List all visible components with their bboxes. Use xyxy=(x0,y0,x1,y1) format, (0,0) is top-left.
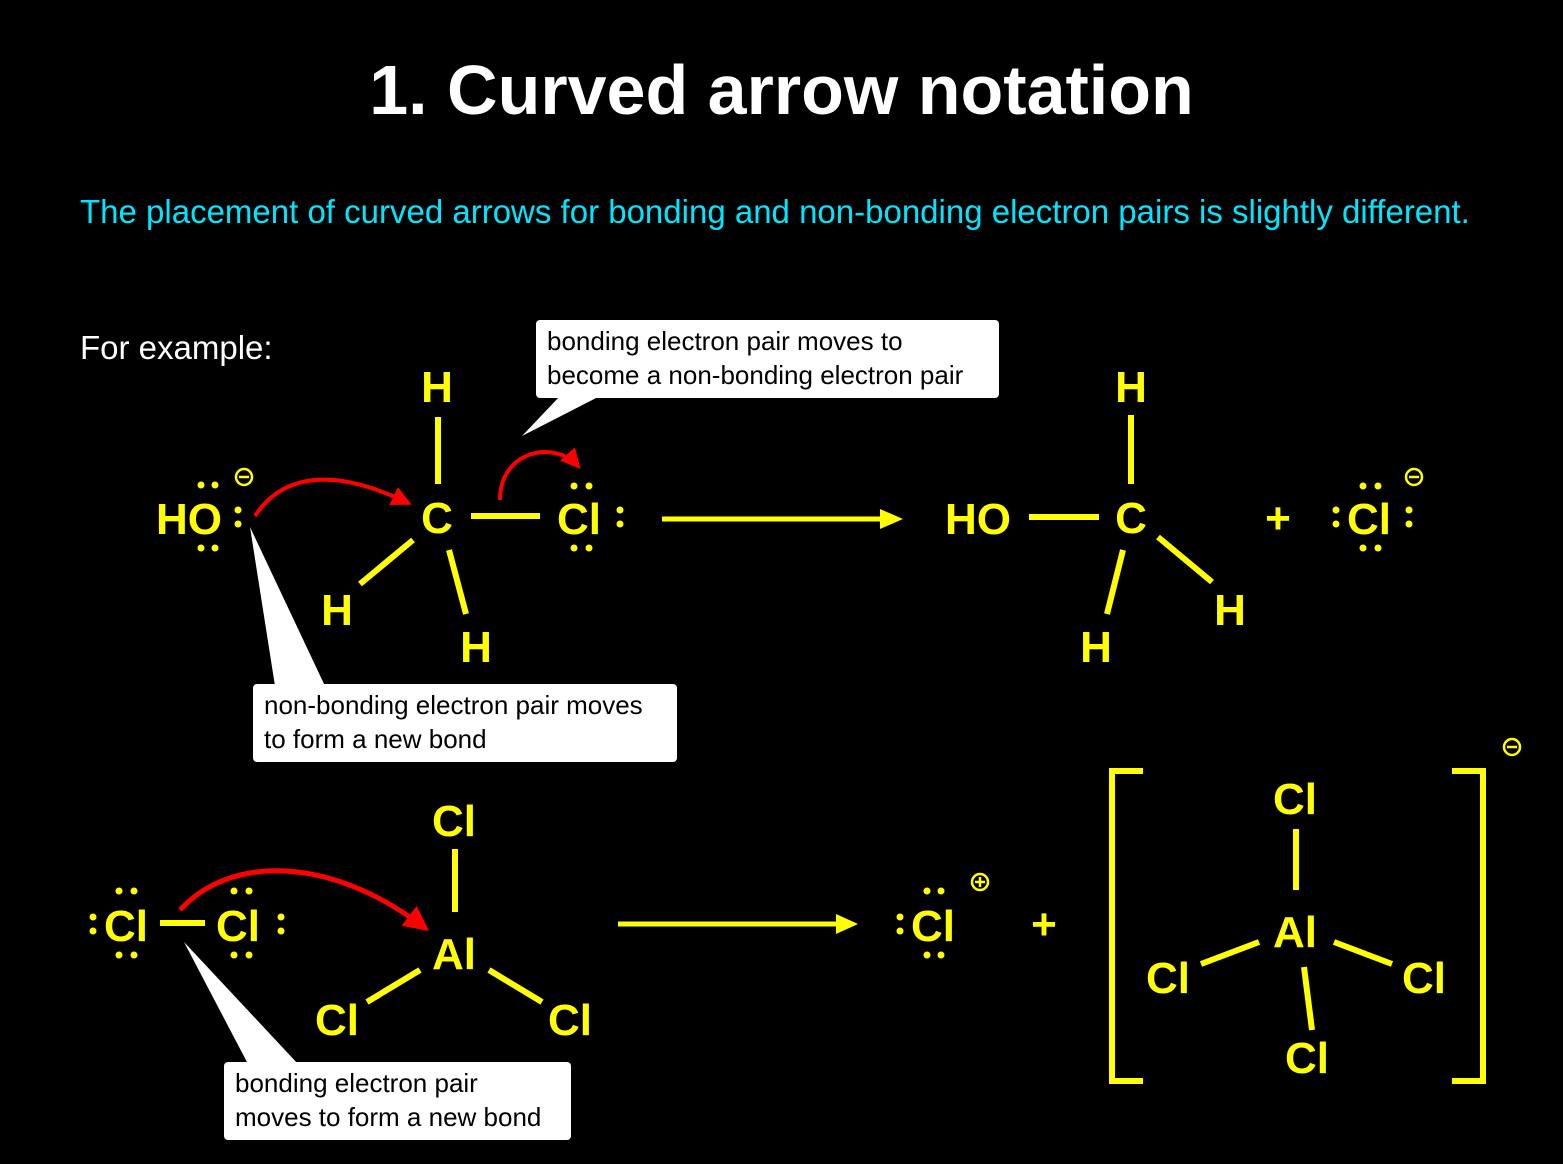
callout-bonding-pair-1: bonding electron pair moves to become a … xyxy=(522,320,999,436)
alcl4-aluminum: Al xyxy=(1273,908,1317,957)
hydrogen-product-bottom: H xyxy=(1080,623,1112,672)
chlorine-right-lone-pairs xyxy=(230,887,285,959)
hydroxyl-product: HO xyxy=(945,495,1011,544)
hydrogen-bottom: H xyxy=(460,623,492,672)
carbon-product: C xyxy=(1115,494,1147,543)
curved-arrow-bond-to-chlorine xyxy=(498,447,581,501)
alcl4-chlorine-right: Cl xyxy=(1402,954,1446,1003)
callout-nonbonding-pair: non-bonding electron pair moves to form … xyxy=(250,527,677,762)
negative-charge-icon xyxy=(1404,467,1424,487)
reaction-2: bonding electron pair moves to form a ne… xyxy=(89,737,1522,1140)
alcl4-chlorine-bottom: Cl xyxy=(1285,1034,1329,1083)
callout-nonbonding-line1: non-bonding electron pair moves xyxy=(264,690,643,720)
hydrogen-top: H xyxy=(421,363,453,412)
callout-bonding-pair-2: bonding electron pair moves to form a ne… xyxy=(184,942,571,1140)
plus-sign-2: + xyxy=(1031,900,1057,949)
alcl3-chlorine-right: Cl xyxy=(548,996,592,1045)
negative-charge-icon xyxy=(234,467,254,487)
negative-charge-icon xyxy=(1502,737,1522,757)
hydrogen-product-top: H xyxy=(1115,363,1147,412)
positive-charge-icon xyxy=(970,872,990,892)
plus-sign-1: + xyxy=(1265,494,1291,543)
hydroxide-lone-pairs xyxy=(197,481,242,552)
chlorine-cation-lone-pairs xyxy=(896,887,945,959)
chloride-product-lone-pairs xyxy=(1332,482,1413,552)
callout-bonding-line1: bonding electron pair moves to xyxy=(547,326,903,356)
left-bracket xyxy=(1109,768,1143,1084)
hydrogen-left: H xyxy=(321,586,353,635)
curved-arrow-lone-pair-to-carbon xyxy=(253,477,412,518)
carbon-atom: C xyxy=(421,494,453,543)
chlorine-cation: Cl xyxy=(911,902,955,951)
right-bracket xyxy=(1452,768,1486,1084)
curved-arrow-bond-to-aluminum xyxy=(178,868,429,932)
alcl3-chlorine-left: Cl xyxy=(315,996,359,1045)
reaction-1: bonding electron pair moves to become a … xyxy=(156,320,1424,762)
chloride-product: Cl xyxy=(1347,495,1391,544)
callout-bonding-line2: become a non-bonding electron pair xyxy=(547,360,964,390)
callout-bonding2-line1: bonding electron pair xyxy=(235,1068,478,1098)
chlorine-reactant-lone-pairs xyxy=(570,482,624,552)
chlorine-left: Cl xyxy=(104,902,148,951)
example-label: For example: xyxy=(80,329,273,366)
chlorine-reactant: Cl xyxy=(557,495,601,544)
hydrogen-product-right: H xyxy=(1214,586,1246,635)
hydroxide-label: HO xyxy=(156,495,222,544)
alcl4-chlorine-top: Cl xyxy=(1273,775,1317,824)
reaction-arrow-1 xyxy=(662,509,903,529)
alcl4-chlorine-left: Cl xyxy=(1146,954,1190,1003)
alcl3-chlorine-top: Cl xyxy=(432,797,476,846)
intro-text: The placement of curved arrows for bondi… xyxy=(80,193,1470,230)
slide-title: 1. Curved arrow notation xyxy=(369,51,1194,129)
chlorine-left-lone-pairs xyxy=(89,887,138,959)
reaction-arrow-2 xyxy=(618,914,858,934)
chlorine-right: Cl xyxy=(216,902,260,951)
callout-bonding2-line2: moves to form a new bond xyxy=(235,1102,541,1132)
callout-nonbonding-line2: to form a new bond xyxy=(264,724,487,754)
aluminum-atom: Al xyxy=(432,930,476,979)
